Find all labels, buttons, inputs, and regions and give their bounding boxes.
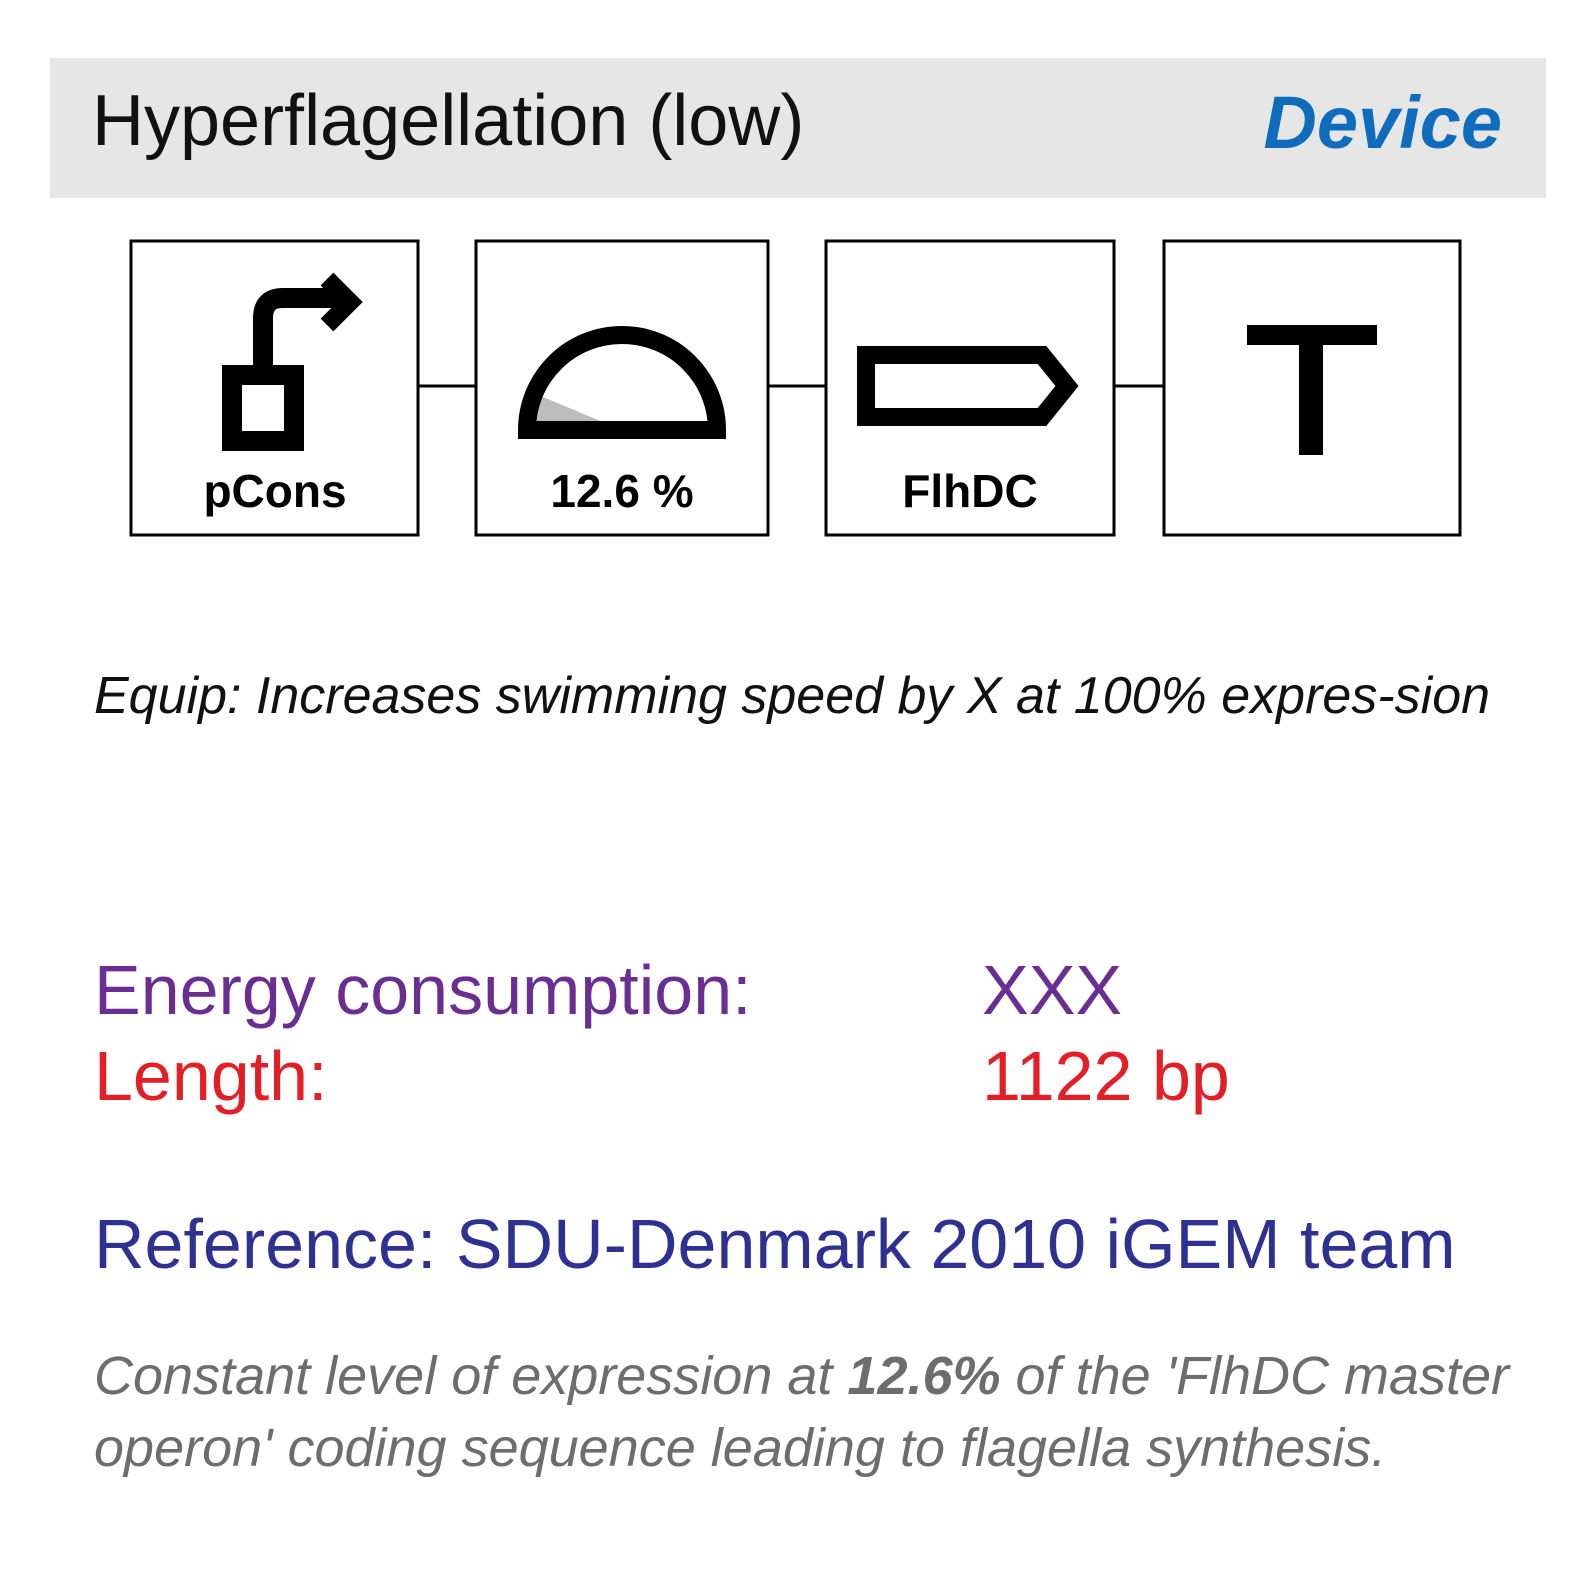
genetic-circuit-diagram: pCons 12.6 % FlhDC — [129, 239, 1462, 537]
energy-label: Energy consumption: — [94, 951, 752, 1029]
device-type-label: Device — [1263, 81, 1502, 164]
energy-value: XXX — [982, 951, 1123, 1029]
description-text-before: Constant level of expression at — [94, 1346, 848, 1406]
promoter-arrow-icon — [222, 272, 363, 451]
device-description: Constant level of expression at 12.6% of… — [94, 1340, 1524, 1484]
part-label-cds: FlhDC — [902, 465, 1037, 517]
description-text-after: of the 'FlhDC master operon' coding sequ… — [94, 1346, 1510, 1478]
terminator-t-icon — [1247, 325, 1377, 455]
reference-text: Reference: SDU-Denmark 2010 iGEM team — [94, 1205, 1456, 1283]
description-highlight: 12.6% — [847, 1346, 1001, 1406]
equip-description: Equip: Increases swimming speed by X at … — [94, 667, 1491, 725]
length-label: Length: — [94, 1037, 328, 1115]
length-value: 1122 bp — [982, 1037, 1230, 1115]
part-terminator — [1162, 239, 1462, 537]
part-box — [474, 239, 770, 537]
part-label-promoter: pCons — [203, 465, 346, 517]
header-bar: Hyperflagellation (low) Device — [50, 58, 1546, 198]
part-label-rbs: 12.6 % — [550, 465, 693, 517]
device-title: Hyperflagellation (low) — [92, 81, 805, 161]
part-cds: FlhDC — [824, 239, 1116, 537]
part-rbs: 12.6 % — [474, 239, 770, 537]
cds-arrow-icon — [857, 346, 1079, 426]
rbs-semicircle-icon — [517, 326, 727, 439]
part-promoter: pCons — [129, 239, 420, 537]
